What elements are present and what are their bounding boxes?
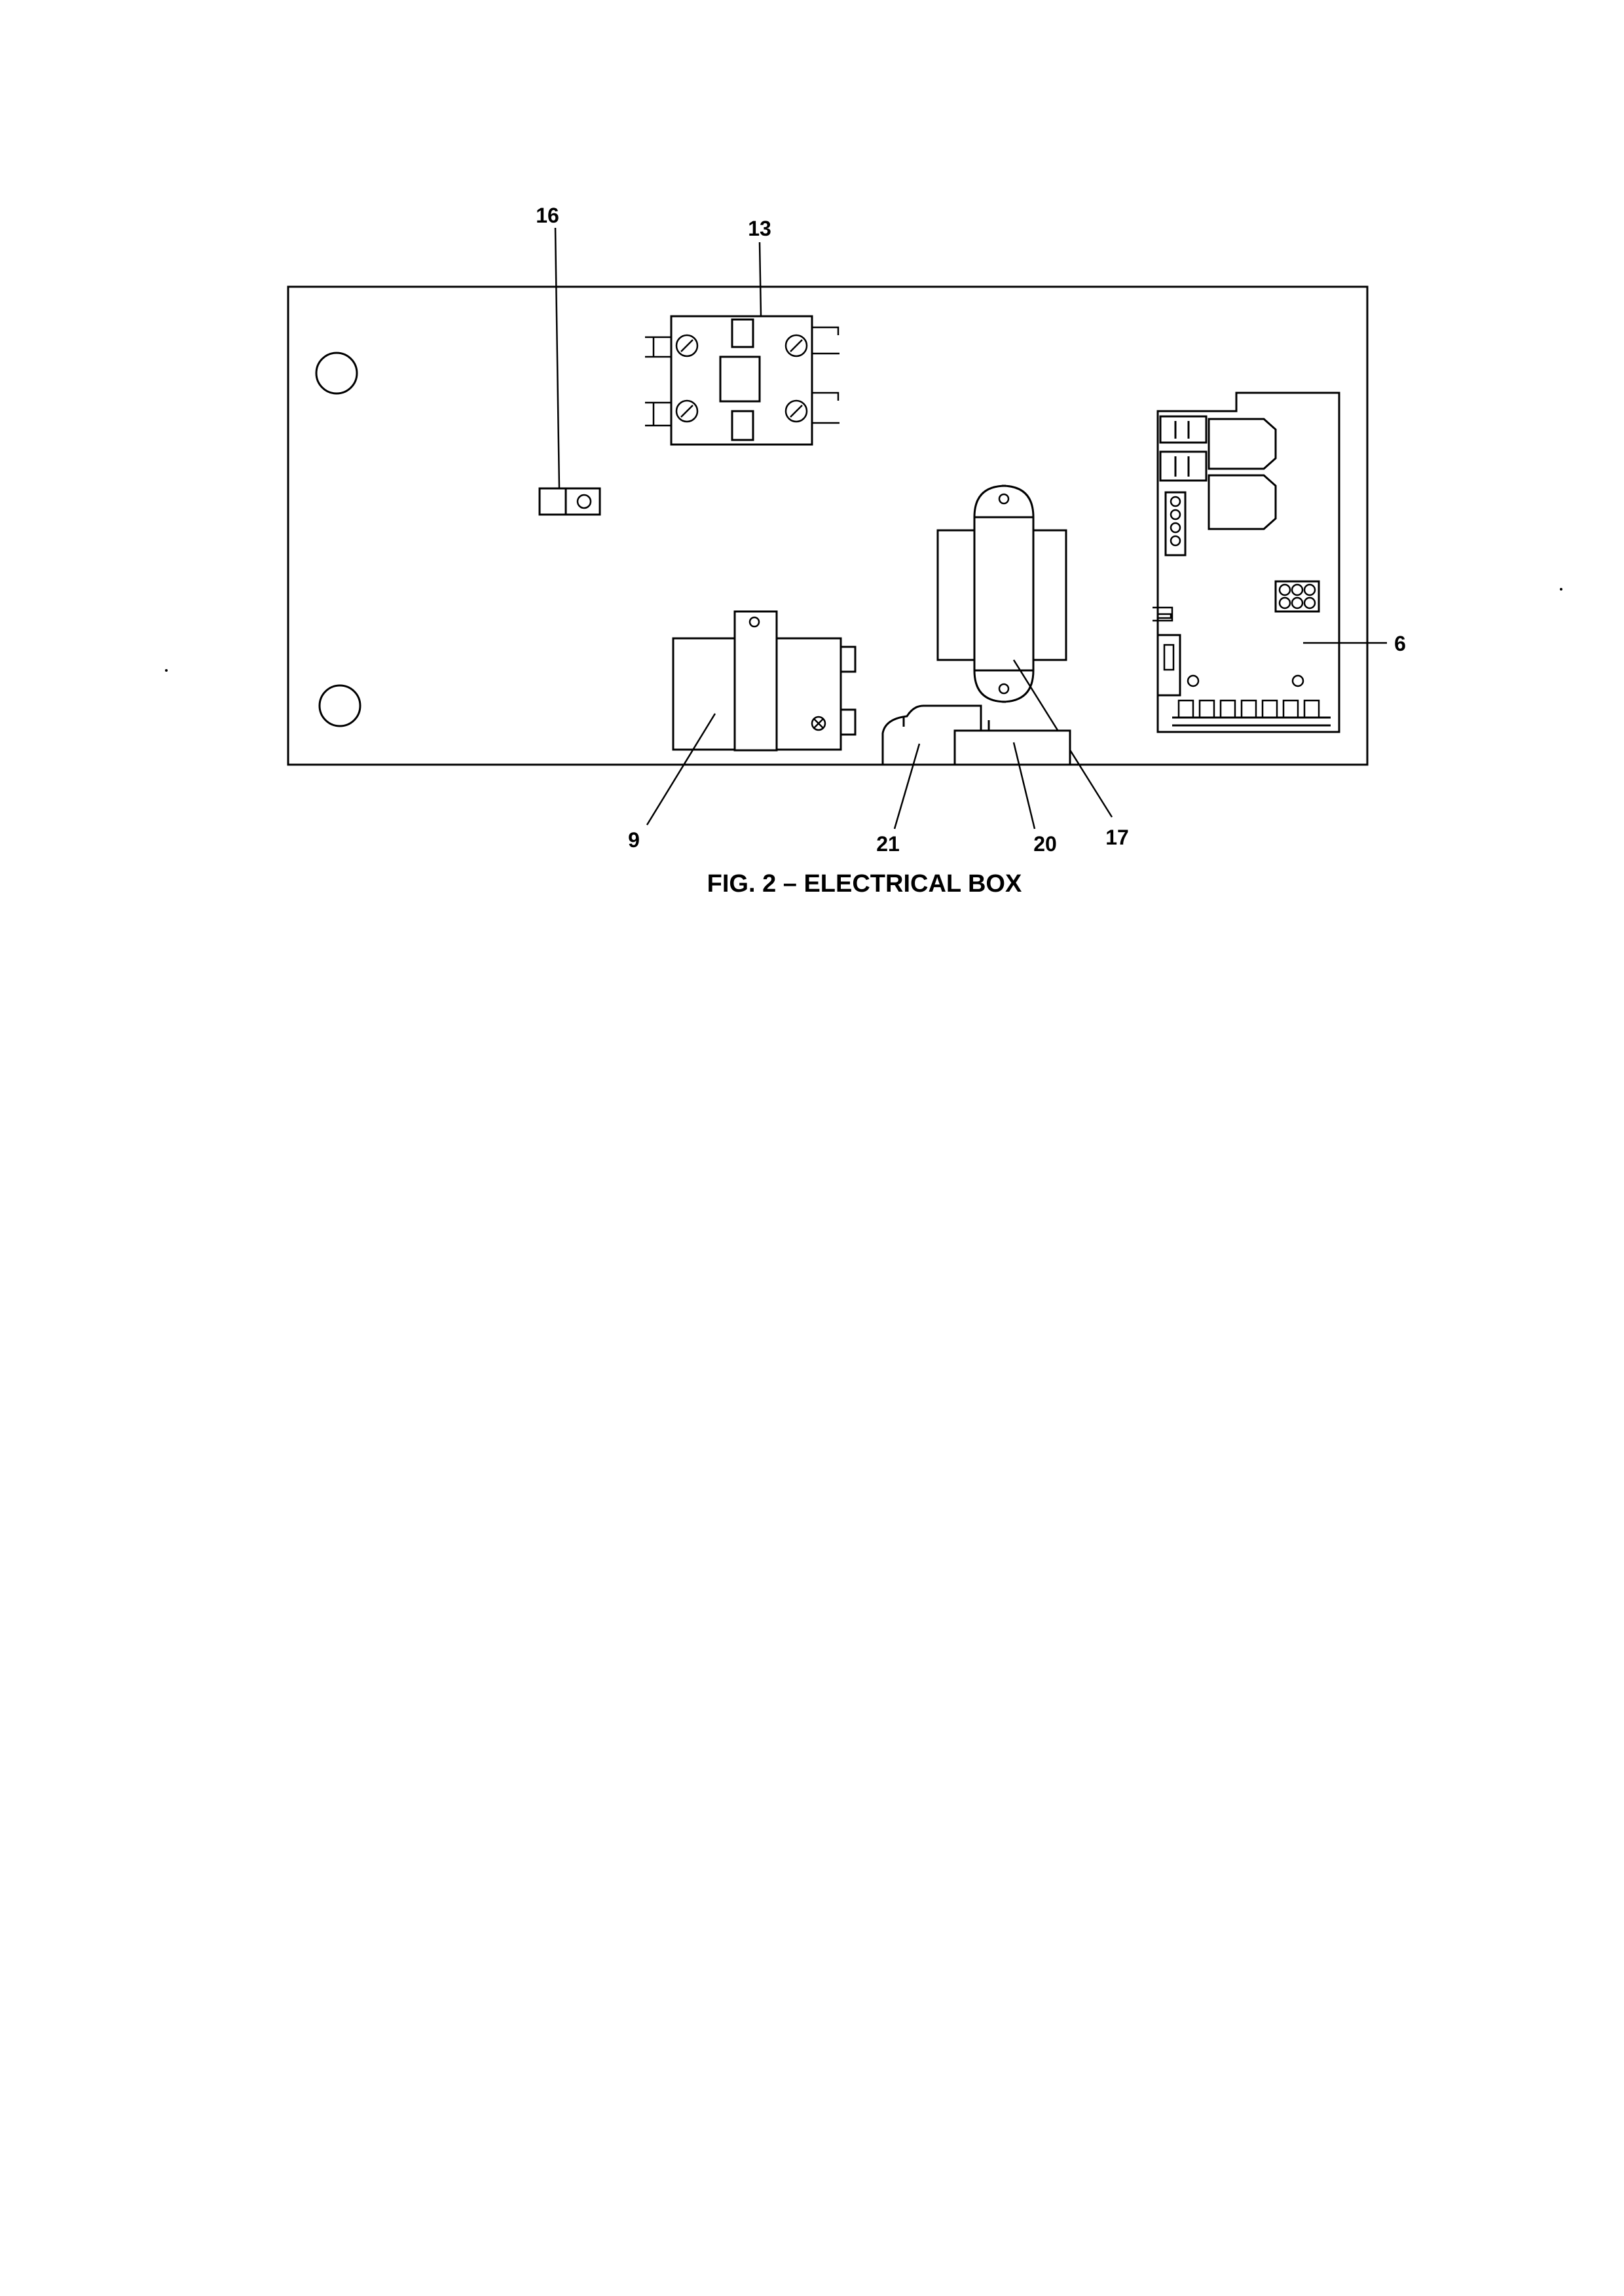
control-board-6 (1153, 392, 1340, 733)
terminal-block-16 (538, 487, 601, 516)
transformer-17 (936, 484, 1067, 703)
component-9 (672, 610, 857, 752)
figure-caption: FIG. 2 – ELECTRICAL BOX (707, 870, 1022, 898)
leader-16 (554, 227, 561, 489)
leader-13 (758, 242, 762, 317)
callout-9: 9 (628, 828, 640, 852)
mounting-hole-bottom (318, 684, 361, 727)
callout-6: 6 (1394, 632, 1406, 655)
leader-21 (893, 743, 921, 829)
contactor-13 (645, 315, 840, 446)
callout-20: 20 (1033, 832, 1057, 856)
callout-16: 16 (536, 204, 559, 227)
callout-17: 17 (1105, 826, 1129, 849)
leader-9 (646, 713, 716, 826)
callout-13: 13 (748, 217, 771, 240)
scan-speck-right (1560, 588, 1562, 591)
mounting-hole-top (315, 352, 358, 395)
panel-outline (287, 285, 1369, 766)
leader-20 (1012, 742, 1036, 829)
scan-speck-left (165, 669, 168, 672)
terminal-block-20 (953, 720, 1071, 766)
callout-21: 21 (876, 832, 900, 856)
